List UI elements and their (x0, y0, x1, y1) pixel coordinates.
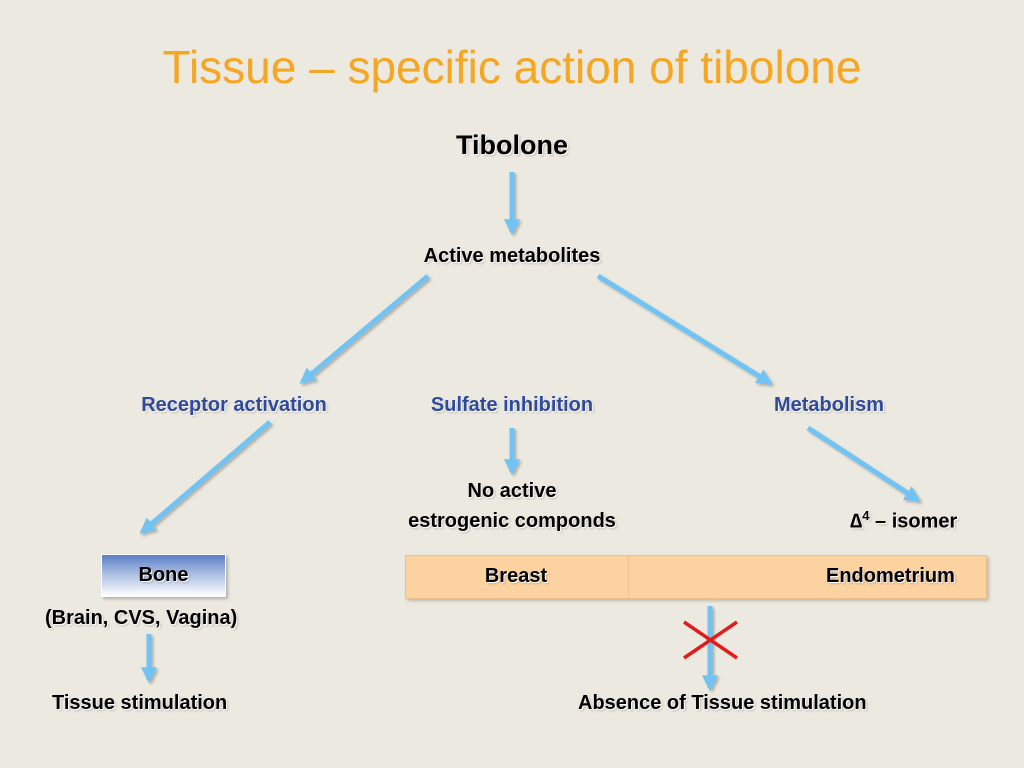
node-sulfate-inhibition: Sulfate inhibition (430, 394, 594, 416)
node-active-metabolites: Active metabolites (423, 245, 601, 267)
cross-icon (683, 620, 738, 660)
node-receptor-activation: Receptor activation (141, 394, 327, 416)
node-breast: Breast (484, 565, 548, 587)
node-absence-stimulation: Absence of Tissue stimulation (578, 692, 867, 714)
node-delta-isomer: ∆4 – isomer (850, 508, 957, 534)
node-no-active-line2: estrogenic componds (408, 510, 616, 532)
node-tibolone: Tibolone (456, 130, 568, 160)
node-no-active-line1: No active (467, 480, 557, 502)
bar-divider (628, 556, 629, 598)
delta-superscript: 4 (862, 508, 870, 523)
node-bone-sub: (Brain, CVS, Vagina) (45, 607, 238, 629)
node-metabolism: Metabolism (773, 394, 885, 416)
delta-symbol: ∆ (850, 510, 863, 533)
arrow-metabolites-to-receptor (299, 274, 430, 385)
arrow-receptor-to-bone (139, 420, 272, 535)
node-tissue-stimulation: Tissue stimulation (52, 692, 228, 714)
breast-endometrium-bar (405, 555, 987, 599)
node-bone: Bone (138, 564, 189, 586)
slide-title: Tissue – specific action of tibolone (162, 41, 862, 93)
isomer-text: – isomer (869, 510, 958, 533)
arrow-metabolism-to-isomer (806, 425, 921, 503)
node-endometrium: Endometrium (826, 565, 955, 587)
arrow-metabolites-to-metabolism (596, 273, 773, 386)
bone-box (101, 554, 226, 597)
